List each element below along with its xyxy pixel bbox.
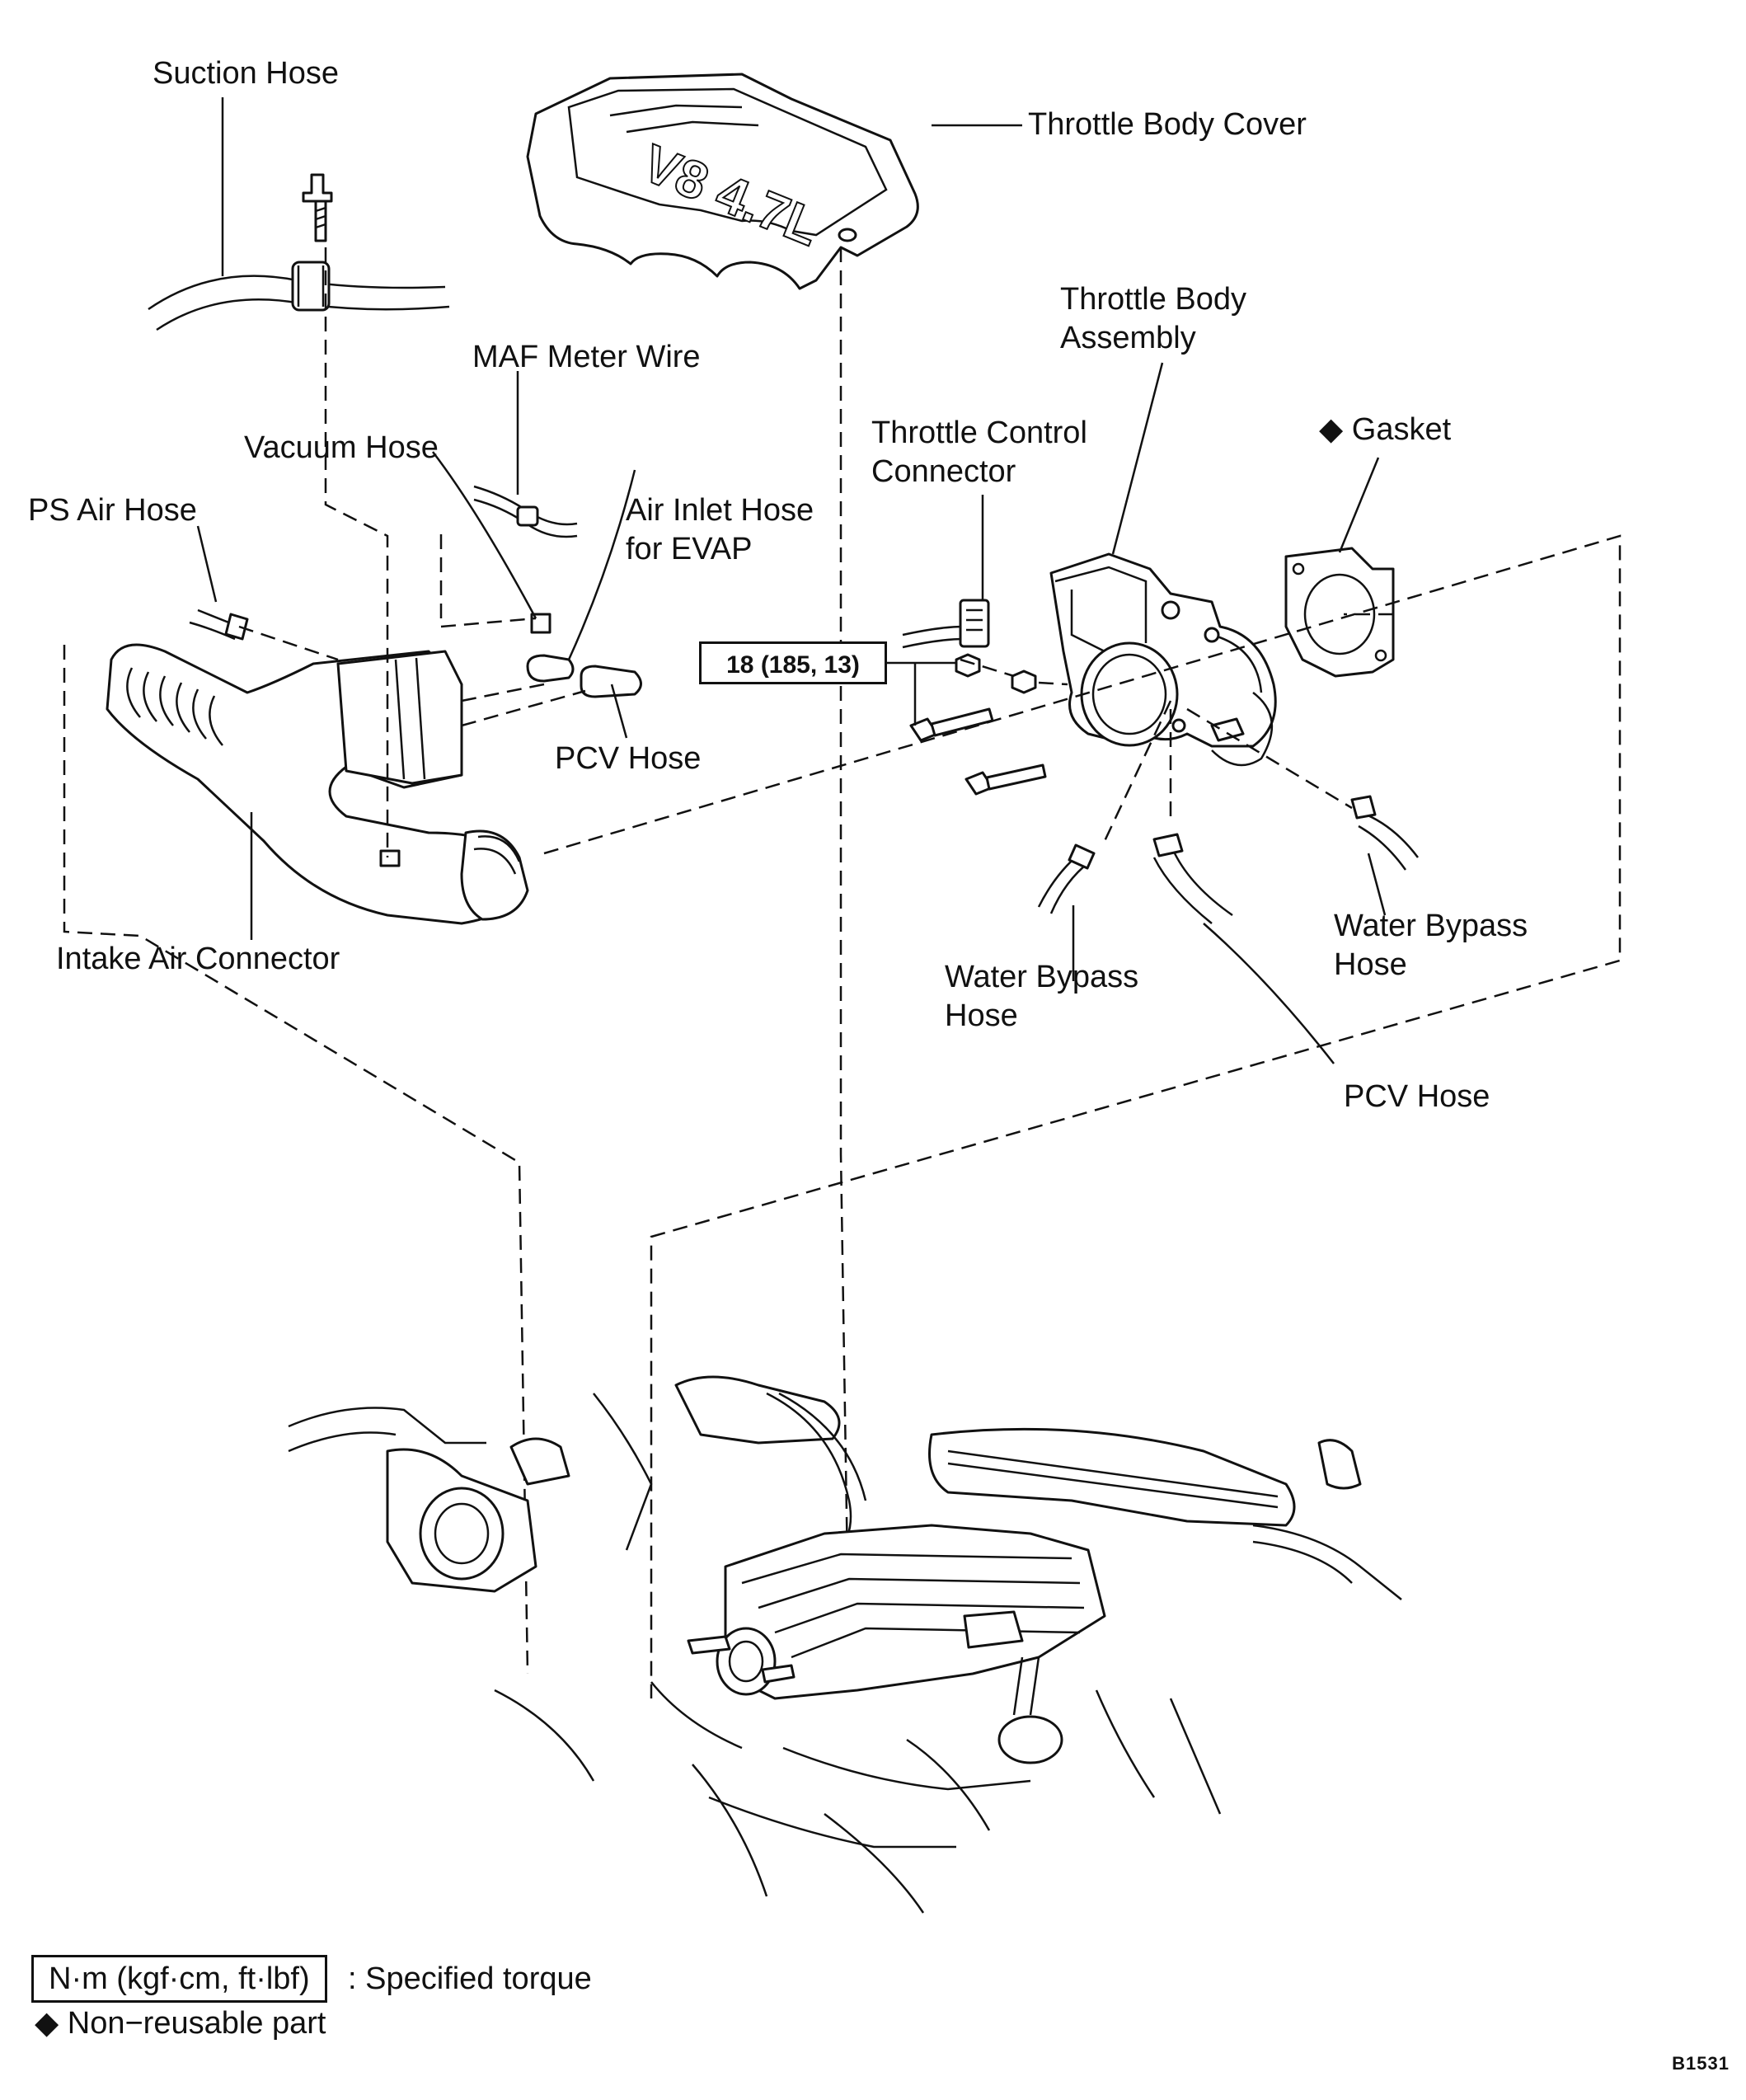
gasket-drawing (1284, 547, 1395, 678)
throttle-body-assembly-label: Throttle Body Assembly (1060, 280, 1246, 358)
vacuum-hose-drawing (526, 613, 642, 698)
maf-meter-wire-label: MAF Meter Wire (472, 340, 701, 374)
throttle-body-assembly-label-line-2: Assembly (1060, 321, 1196, 355)
water-bypass-hose-left-label-line-1: Water Bypass (945, 960, 1139, 994)
throttle-body-assembly-leader (1111, 362, 1164, 555)
throttle-control-connector-label: Throttle Control Connector (871, 414, 1087, 491)
suction-hose-drawing (148, 173, 450, 331)
throttle-body-assembly-drawing (1049, 552, 1277, 748)
ps-air-hose-label: PS Air Hose (28, 493, 197, 528)
gasket-label: ◆ Gasket (1319, 412, 1452, 447)
pcv-hose-upper-label: PCV Hose (555, 741, 702, 776)
water-bypass-hose-left-label: Water Bypass Hose (945, 958, 1138, 1036)
ps-air-hose-drawing (189, 608, 249, 641)
fasteners-drawing (909, 653, 1047, 796)
throttle-control-connector-label-line-2: Connector (871, 454, 1016, 489)
water-bypass-hose-right-leader (1367, 853, 1387, 916)
legend-torque-unit-box: N·m (kgf·cm, ft·lbf) (31, 1955, 327, 2003)
water-bypass-hose-right-label: Water Bypass Hose (1334, 907, 1528, 984)
air-inlet-hose-evap-label: Air Inlet Hose for EVAP (626, 491, 814, 569)
throttle-control-connector-drawing (902, 599, 990, 649)
water-bypass-hose-right-label-line-1: Water Bypass (1334, 909, 1528, 943)
throttle-body-cover-label: Throttle Body Cover (1028, 107, 1307, 142)
figure-code: B1531 (1672, 2053, 1730, 2074)
air-inlet-hose-evap-label-line-1: Air Inlet Hose (626, 493, 814, 528)
throttle-control-connector-label-line-1: Throttle Control (871, 416, 1087, 450)
pcv-hose-leader (610, 684, 628, 739)
water-bypass-hose-right-label-line-2: Hose (1334, 947, 1407, 982)
vacuum-hose-leader (432, 451, 537, 619)
legend-torque-desc: : Specified torque (348, 1961, 592, 1996)
water-bypass-hose-left-label-line-2: Hose (945, 998, 1018, 1033)
assembly-dashed-lines (63, 247, 1622, 1698)
pcv-hose-lower-leader (1203, 923, 1335, 1064)
gasket-leader (1338, 457, 1380, 553)
throttle-body-cover-drawing: V8 4.7L (526, 73, 919, 290)
intake-air-connector-drawing (106, 643, 529, 925)
vacuum-hose-label: Vacuum Hose (244, 430, 439, 465)
suction-hose-label: Suction Hose (153, 56, 340, 91)
air-inlet-hose-evap-label-line-2: for EVAP (626, 532, 753, 566)
legend-non-reusable: ◆ Non−reusable part (35, 2006, 326, 2041)
air-inlet-hose-leader (567, 469, 636, 660)
maf-meter-wire-drawing (473, 485, 578, 538)
intake-air-connector-label: Intake Air Connector (56, 942, 340, 976)
water-bypass-hoses-drawing (1037, 692, 1419, 924)
ps-air-hose-leader (196, 525, 218, 603)
pcv-hose-lower-label: PCV Hose (1344, 1079, 1490, 1114)
engine-bay-drawing (288, 1375, 1402, 1914)
throttle-body-assembly-label-line-1: Throttle Body (1060, 282, 1246, 317)
torque-callout: 18 (185, 13) (699, 641, 887, 684)
